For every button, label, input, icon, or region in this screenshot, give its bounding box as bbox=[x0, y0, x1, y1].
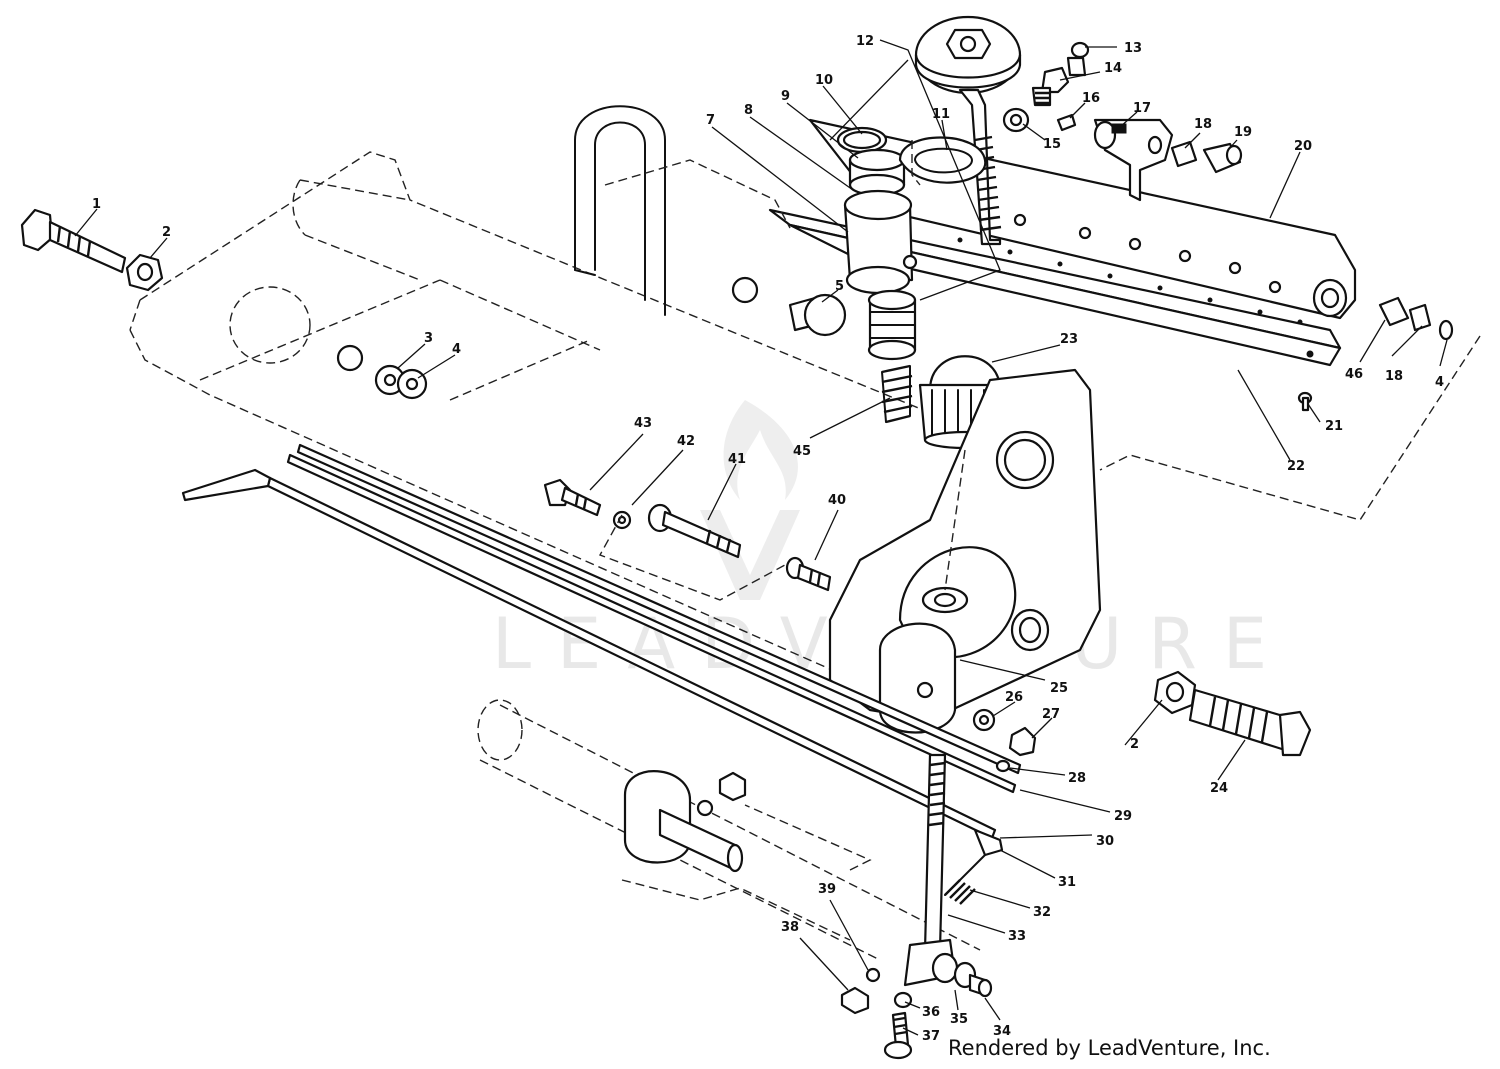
lift-handle bbox=[574, 105, 666, 316]
callout-2: 2 bbox=[1130, 737, 1139, 752]
side-plate-right bbox=[828, 368, 1102, 734]
callout-29: 29 bbox=[1114, 809, 1132, 824]
callout-35: 35 bbox=[950, 1012, 968, 1027]
callout-40: 40 bbox=[828, 493, 846, 508]
render-credit: Rendered by LeadVenture, Inc. bbox=[948, 1036, 1271, 1060]
callout-37: 37 bbox=[922, 1029, 940, 1044]
nut-2-left bbox=[125, 253, 164, 292]
callout-41: 41 bbox=[728, 452, 746, 467]
callout-4: 4 bbox=[1435, 375, 1444, 390]
callout-18: 18 bbox=[1194, 117, 1212, 132]
callout-11: 11 bbox=[932, 107, 950, 122]
plug bbox=[731, 276, 847, 337]
washers-3-4 bbox=[336, 344, 428, 400]
callout-27: 27 bbox=[1042, 707, 1060, 722]
callout-1: 1 bbox=[92, 197, 101, 212]
callout-28: 28 bbox=[1068, 771, 1086, 786]
callout-18: 18 bbox=[1385, 369, 1403, 384]
spring bbox=[881, 364, 913, 424]
callout-43: 43 bbox=[634, 416, 652, 431]
nut-reel bbox=[696, 771, 747, 817]
callout-4: 4 bbox=[452, 342, 461, 357]
callout-2: 2 bbox=[162, 225, 171, 240]
callout-20: 20 bbox=[1294, 139, 1312, 154]
callout-17: 17 bbox=[1133, 101, 1151, 116]
callout-labels: 1 2 2 3 4 4 5 7 8 9 10 11 12 13 14 15 16… bbox=[92, 34, 1444, 1044]
bolt-41 bbox=[647, 503, 742, 559]
callout-12: 12 bbox=[856, 34, 874, 49]
grease-fittings bbox=[1002, 41, 1090, 133]
callout-21: 21 bbox=[1325, 419, 1343, 434]
callout-36: 36 bbox=[922, 1005, 940, 1020]
callout-34: 34 bbox=[993, 1024, 1011, 1039]
bushings-right bbox=[1170, 140, 1454, 341]
frame-housing bbox=[129, 151, 1071, 701]
reel-rods bbox=[181, 443, 1022, 857]
callout-5: 5 bbox=[835, 279, 844, 294]
callout-13: 13 bbox=[1124, 41, 1142, 56]
washer-26-nut-27 bbox=[972, 708, 1037, 757]
reel-cylinder bbox=[477, 699, 981, 961]
callout-14: 14 bbox=[1104, 61, 1122, 76]
callout-7: 7 bbox=[706, 113, 715, 128]
bolt-1 bbox=[20, 208, 127, 274]
bolt-43 bbox=[543, 478, 602, 517]
callout-32: 32 bbox=[1033, 905, 1051, 920]
nut-2-right bbox=[1153, 670, 1197, 715]
callout-39: 39 bbox=[818, 882, 836, 897]
callout-15: 15 bbox=[1043, 137, 1061, 152]
callout-3: 3 bbox=[424, 331, 433, 346]
assembly-lines bbox=[449, 140, 1481, 941]
callout-46: 46 bbox=[1345, 367, 1363, 382]
callout-42: 42 bbox=[677, 434, 695, 449]
callout-19: 19 bbox=[1234, 125, 1252, 140]
leader-lines bbox=[74, 39, 1448, 1036]
lockwasher-42 bbox=[612, 510, 632, 530]
bolt-40 bbox=[785, 556, 832, 592]
bearing-assembly bbox=[836, 126, 918, 361]
callout-24: 24 bbox=[1210, 781, 1228, 796]
pivot-bracket bbox=[1093, 118, 1174, 202]
small-parts-21-28 bbox=[995, 391, 1313, 773]
callout-22: 22 bbox=[1287, 459, 1305, 474]
bolt-24 bbox=[1188, 688, 1312, 757]
callout-16: 16 bbox=[1082, 91, 1100, 106]
callout-25: 25 bbox=[1050, 681, 1068, 696]
callout-31: 31 bbox=[1058, 875, 1076, 890]
callout-23: 23 bbox=[1060, 332, 1078, 347]
callout-26: 26 bbox=[1005, 690, 1023, 705]
callout-30: 30 bbox=[1096, 834, 1114, 849]
callout-10: 10 bbox=[815, 73, 833, 88]
adjusting-rod bbox=[903, 753, 993, 998]
callout-45: 45 bbox=[793, 444, 811, 459]
nut-38-washer-39 bbox=[840, 967, 913, 1015]
cover-plate bbox=[898, 136, 987, 184]
bolt-37 bbox=[883, 1011, 913, 1060]
spring-small bbox=[944, 854, 986, 905]
callout-9: 9 bbox=[781, 89, 790, 104]
callout-33: 33 bbox=[1008, 929, 1026, 944]
callout-8: 8 bbox=[744, 103, 753, 118]
callout-38: 38 bbox=[781, 920, 799, 935]
